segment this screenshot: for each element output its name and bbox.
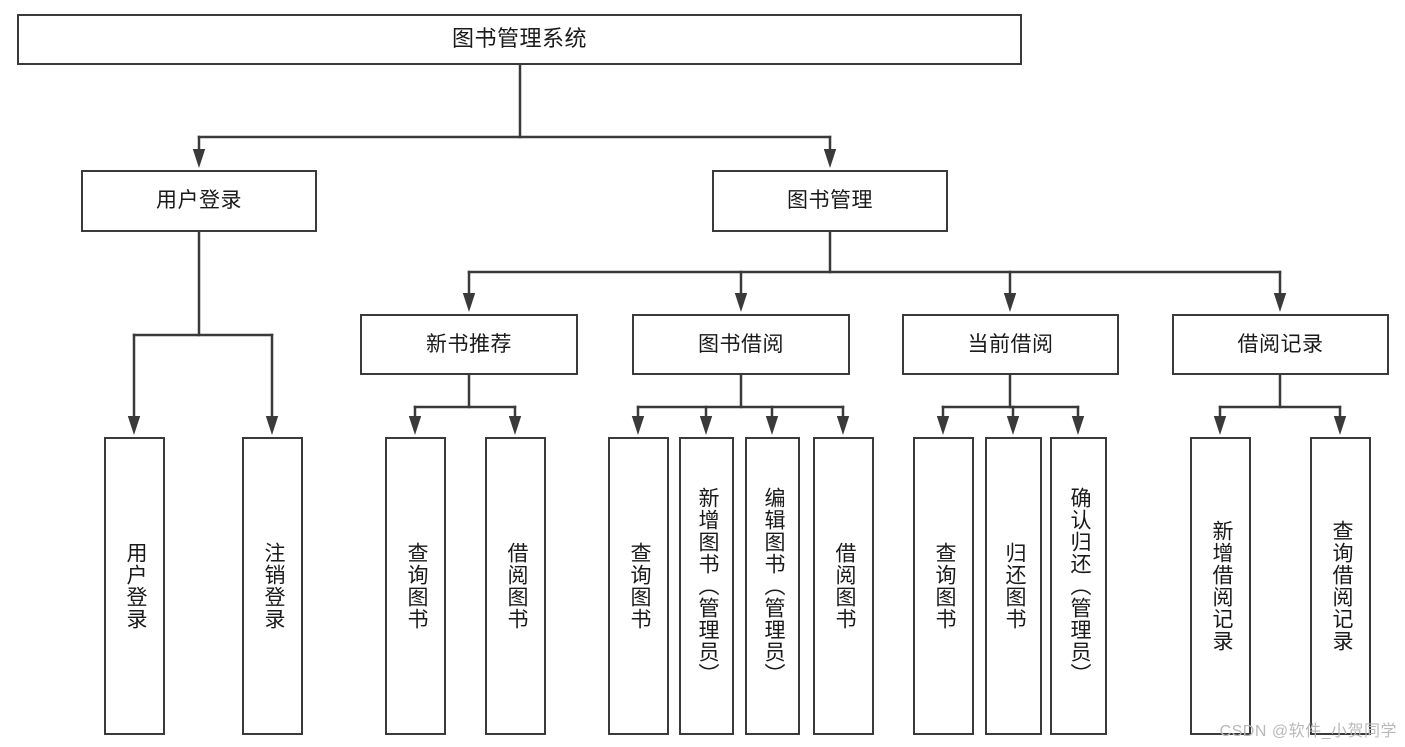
arrow-head-bus-current-borrow-0 [936, 416, 950, 435]
arrow-head-bus-user-login-0 [127, 416, 141, 435]
arrow-head-bus-book-management-3 [1273, 293, 1287, 312]
node-label: 编辑图书（管理员） [761, 487, 785, 685]
arrow-head-bus-root-0 [192, 149, 206, 168]
node-box-leaf-logout-login[interactable]: 注销登录 [242, 437, 303, 735]
node-box-leaf-add-borrow-record[interactable]: 新增借阅记录 [1190, 437, 1251, 735]
arrow-head-bus-new-book-recommend-0 [408, 416, 422, 435]
node-label: 借阅图书 [832, 542, 856, 630]
node-label: 查询图书 [932, 542, 956, 630]
node-label: 图书管理系统 [451, 26, 587, 52]
arrow-head-bus-borrow-record-1 [1333, 416, 1347, 435]
node-box-leaf-borrow-book-recommend[interactable]: 借阅图书 [485, 437, 546, 735]
node-box-leaf-confirm-return-admin[interactable]: 确认归还（管理员） [1050, 437, 1107, 735]
node-label: 借阅记录 [1237, 332, 1324, 356]
arrow-head-bus-new-book-recommend-1 [508, 416, 522, 435]
node-box-book-borrow[interactable]: 图书借阅 [632, 314, 850, 375]
watermark-text: CSDN @软件_小贺同学 [1219, 723, 1397, 740]
node-box-leaf-query-borrow-record[interactable]: 查询借阅记录 [1310, 437, 1371, 735]
node-label: 注销登录 [261, 542, 285, 630]
node-label: 当前借阅 [967, 332, 1054, 356]
arrow-head-bus-book-management-0 [462, 293, 476, 312]
node-label: 查询图书 [404, 542, 428, 630]
node-label: 新增借阅记录 [1209, 520, 1233, 652]
node-box-leaf-user-login[interactable]: 用户登录 [104, 437, 165, 735]
arrow-head-bus-book-borrow-0 [631, 416, 645, 435]
arrow-head-bus-book-management-2 [1003, 293, 1017, 312]
node-box-leaf-edit-book-admin[interactable]: 编辑图书（管理员） [745, 437, 800, 735]
node-box-leaf-borrow-book[interactable]: 借阅图书 [813, 437, 874, 735]
arrow-head-bus-book-management-1 [734, 293, 748, 312]
node-box-book-management[interactable]: 图书管理 [712, 170, 948, 232]
node-box-leaf-query-book-borrow[interactable]: 查询图书 [608, 437, 669, 735]
node-label: 确认归还（管理员） [1067, 487, 1091, 685]
arrow-head-bus-book-borrow-3 [836, 416, 850, 435]
node-box-root[interactable]: 图书管理系统 [17, 14, 1022, 65]
node-box-borrow-record[interactable]: 借阅记录 [1172, 314, 1389, 375]
arrow-head-bus-current-borrow-1 [1006, 416, 1020, 435]
node-label: 新书推荐 [426, 332, 512, 356]
node-label: 查询图书 [627, 542, 651, 630]
node-label: 新增图书（管理员） [695, 487, 719, 685]
node-box-leaf-add-book-admin[interactable]: 新增图书（管理员） [679, 437, 734, 735]
node-box-leaf-query-book-recommend[interactable]: 查询图书 [385, 437, 446, 735]
node-label: 用户登录 [156, 189, 242, 213]
arrow-head-bus-book-borrow-1 [699, 416, 713, 435]
node-label: 图书借阅 [698, 332, 784, 356]
arrow-head-bus-book-borrow-2 [765, 416, 779, 435]
node-box-current-borrow[interactable]: 当前借阅 [902, 314, 1119, 375]
arrow-head-bus-root-1 [823, 149, 837, 168]
node-box-user-login[interactable]: 用户登录 [81, 170, 317, 232]
arrow-head-bus-user-login-1 [265, 416, 279, 435]
node-box-leaf-query-book-current[interactable]: 查询图书 [913, 437, 974, 735]
arrow-head-bus-borrow-record-0 [1213, 416, 1227, 435]
node-label: 借阅图书 [504, 542, 528, 630]
node-label: 用户登录 [123, 542, 147, 630]
node-box-new-book-recommend[interactable]: 新书推荐 [360, 314, 578, 375]
node-label: 图书管理 [787, 189, 873, 213]
arrow-head-bus-current-borrow-2 [1071, 416, 1085, 435]
node-box-leaf-return-book[interactable]: 归还图书 [985, 437, 1042, 735]
node-label: 归还图书 [1002, 542, 1026, 630]
connector-lines [127, 63, 1347, 435]
node-label: 查询借阅记录 [1329, 520, 1353, 652]
